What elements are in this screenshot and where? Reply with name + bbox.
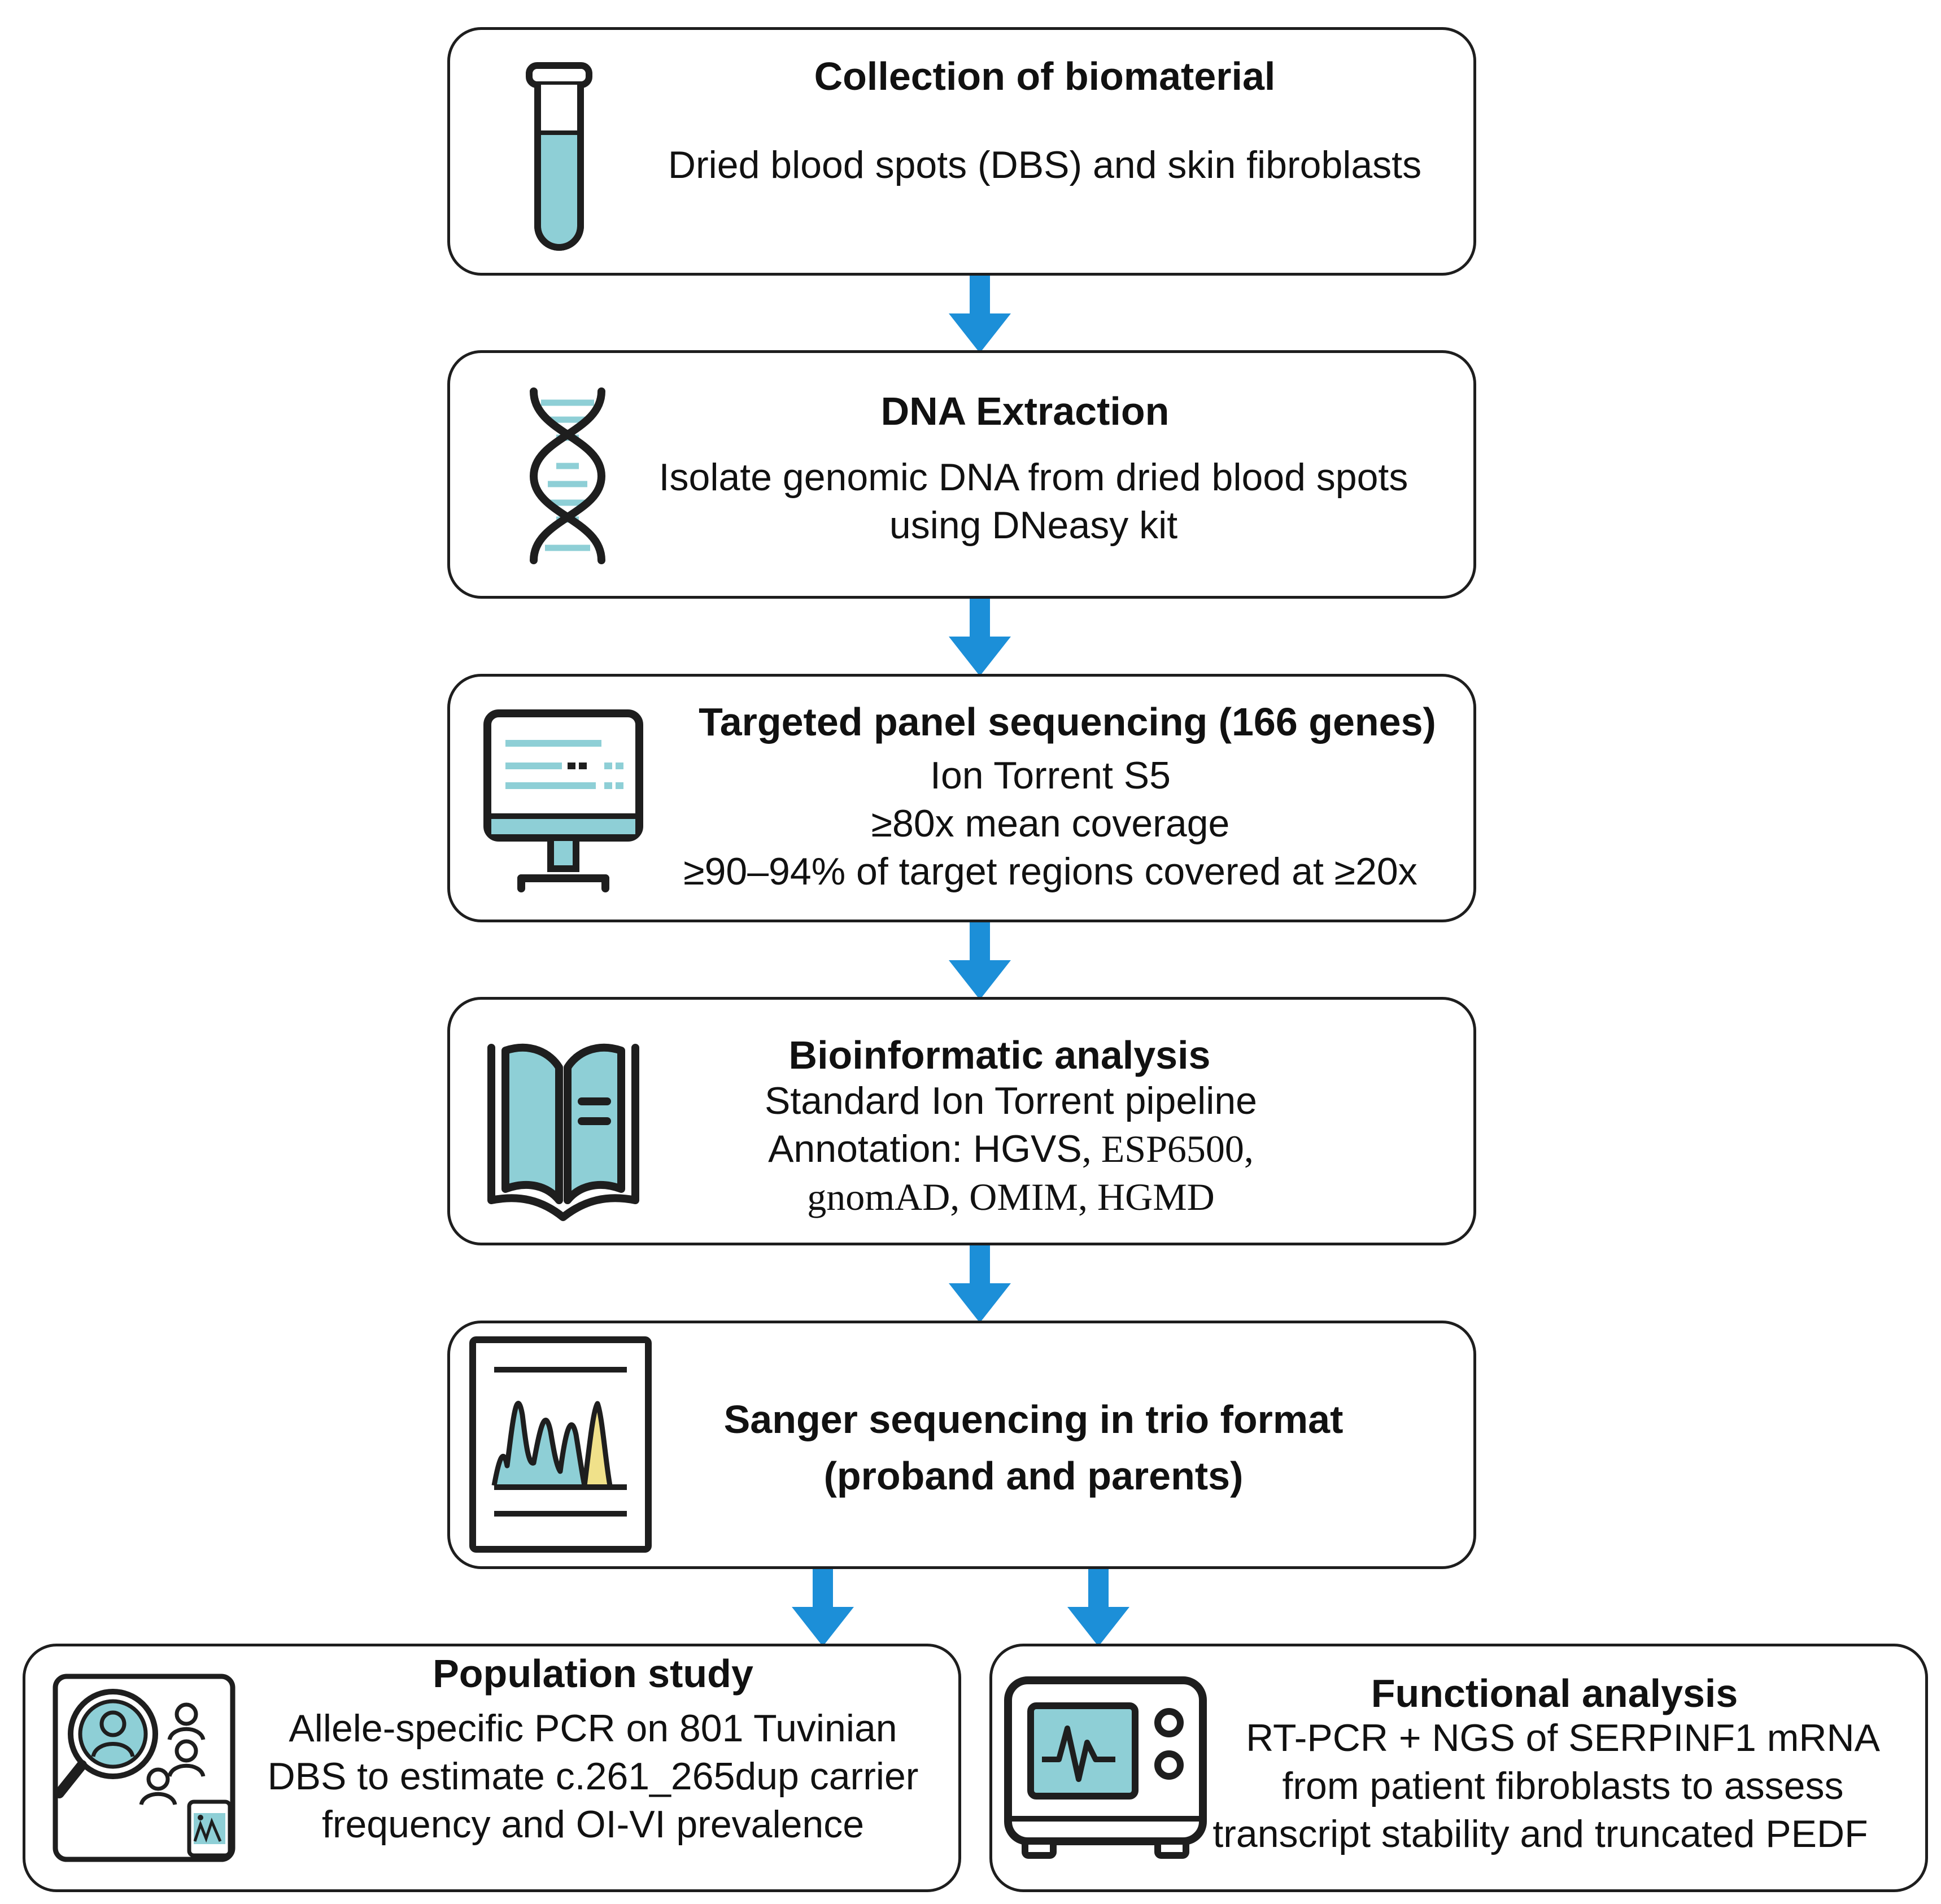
step-functional-line2: from patient fibroblasts to assess (1282, 1764, 1844, 1807)
step-sequencing-text: Targeted panel sequencing (166 genes) Io… (633, 698, 1468, 896)
step-functional-line3: transcript stability and truncated PEDF (1212, 1812, 1868, 1855)
step-population-line3: frequency and OI-VI prevalence (321, 1802, 865, 1846)
step-functional-text: Functional analysis RT-PCR + NGS of SERP… (1209, 1669, 1917, 1858)
step-sanger-title-line2: (proband and parents) (823, 1453, 1244, 1498)
step-bioinf-text: Bioinformatic analysis Standard Ion Torr… (633, 1031, 1389, 1221)
step-bioinf-line2-a: Annotation: HGVS (768, 1127, 1082, 1170)
step-functional-title: Functional analysis (1371, 1671, 1738, 1715)
lab-instrument-icon (1004, 1676, 1207, 1859)
step-sequencing-line1: Ion Torrent S5 (930, 753, 1171, 797)
step-bioinf-line1: Standard Ion Torrent pipeline (764, 1079, 1257, 1122)
arrow-sanger-to-population (792, 1567, 854, 1646)
arrow-dna-to-sequencing (949, 597, 1011, 676)
step-sequencing-title: Targeted panel sequencing (166 genes) (699, 700, 1436, 744)
arrow-sanger-to-functional (1067, 1567, 1129, 1646)
step-dna-text: DNA Extraction Isolate genomic DNA from … (610, 387, 1457, 550)
open-book-icon (487, 1043, 639, 1221)
step-sequencing-line3: ≥90–94% of target regions covered at ≥20… (683, 849, 1417, 893)
step-sanger-text: Sanger sequencing in trio format (proban… (678, 1395, 1389, 1501)
step-collection-line1: Dried blood spots (DBS) and skin fibrobl… (668, 143, 1422, 186)
step-population-text: Population study Allele-specific PCR on … (237, 1649, 949, 1849)
population-search-icon (53, 1674, 235, 1862)
step-dna-title: DNA Extraction (880, 389, 1170, 433)
computer-monitor-icon (483, 709, 643, 892)
step-population-line1: Allele-specific PCR on 801 Tuvinian (289, 1706, 897, 1750)
step-sequencing-line2: ≥80x mean coverage (871, 801, 1230, 845)
step-bioinf-title: Bioinformatic analysis (788, 1033, 1211, 1077)
test-tube-icon (526, 62, 592, 251)
chromatogram-icon (469, 1336, 652, 1553)
arrow-bioinf-to-sanger (949, 1244, 1011, 1323)
step-collection-text: Collection of biomaterial Dried blood sp… (633, 52, 1457, 189)
step-bioinf-line3: gnomAD, OMIM, HGMD (807, 1175, 1215, 1218)
arrow-collection-to-dna (949, 274, 1011, 353)
step-dna-line2: using DNeasy kit (889, 503, 1178, 547)
step-collection-title: Collection of biomaterial (814, 54, 1276, 98)
step-collection-box (447, 27, 1476, 276)
step-dna-box (447, 350, 1476, 599)
arrow-sequencing-to-bioinf (949, 921, 1011, 1000)
step-sanger-title-line1: Sanger sequencing in trio format (723, 1397, 1344, 1441)
step-population-line2: DBS to estimate c.261_265dup carrier (267, 1754, 919, 1798)
step-bioinf-line2-b: , ESP6500, (1081, 1127, 1254, 1170)
dna-helix-icon (529, 387, 606, 564)
step-dna-line1: Isolate genomic DNA from dried blood spo… (658, 455, 1408, 499)
step-functional-line1: RT-PCR + NGS of SERPINF1 mRNA (1246, 1716, 1880, 1759)
step-population-title: Population study (433, 1652, 753, 1696)
step-bioinf-line2: Annotation: HGVS, ESP6500, (633, 1125, 1389, 1173)
